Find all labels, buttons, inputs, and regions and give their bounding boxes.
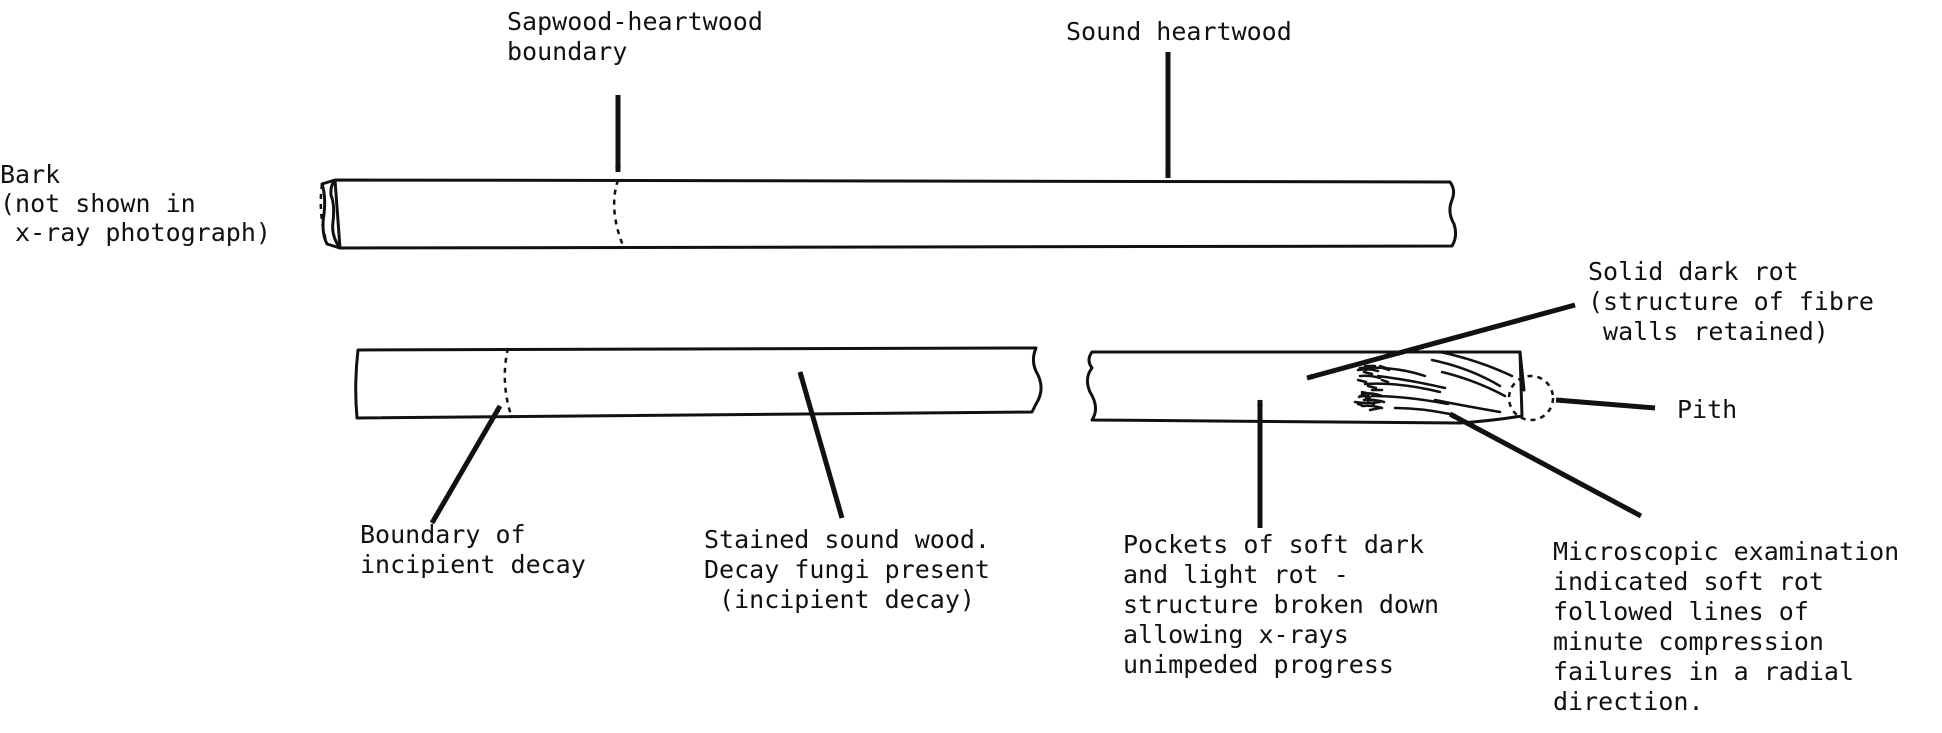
arrow-pith <box>1555 397 1656 411</box>
label-incipient-boundary: Boundary of incipient decay <box>360 520 586 579</box>
arrow-incipient-boundary <box>429 404 503 525</box>
core-sample-middle-right <box>1085 350 1555 425</box>
core-sample-middle-left <box>354 346 1043 420</box>
label-bark: Bark (not shown in x-ray photograph) <box>0 160 271 247</box>
arrow-stained-wood <box>797 371 845 519</box>
label-solid-dark-rot: Solid dark rot (structure of fibre walls… <box>1588 257 1889 346</box>
pith-circle <box>1507 374 1555 422</box>
label-rot-pockets: Pockets of soft dark and light rot - str… <box>1123 530 1454 679</box>
label-sound-heartwood: Sound heartwood <box>1066 17 1292 46</box>
label-microscopic: Microscopic examination indicated soft r… <box>1553 537 1914 716</box>
label-pith: Pith <box>1677 395 1737 424</box>
arrow-solid-dark-rot <box>1306 302 1576 381</box>
core-sample-top <box>319 178 1458 250</box>
arrow-microscopic <box>1448 411 1643 519</box>
rot-pockets <box>1356 367 1386 410</box>
label-stained-wood: Stained sound wood. Decay fungi present … <box>704 525 1005 614</box>
label-sapwood-boundary: Sapwood-heartwood boundary <box>507 7 778 66</box>
